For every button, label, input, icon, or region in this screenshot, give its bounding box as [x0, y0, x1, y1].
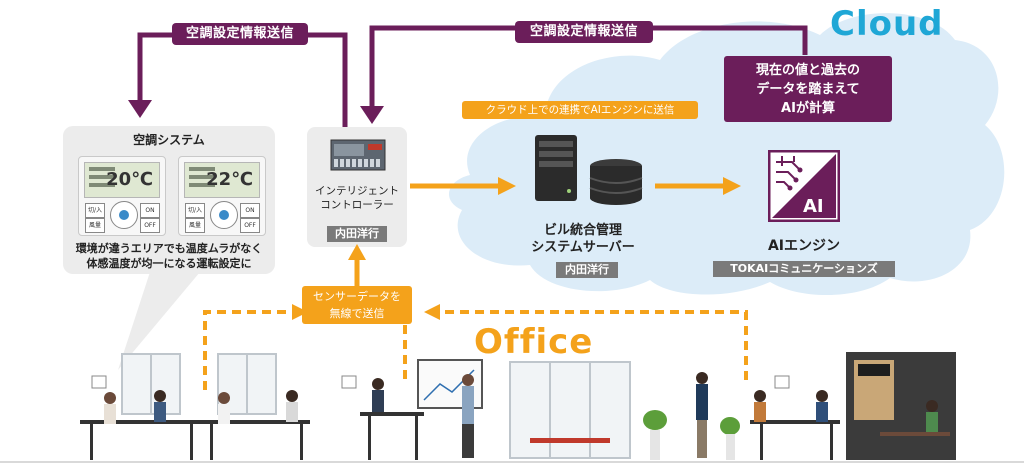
ac-send-label-left: 空調設定情報送信: [172, 23, 308, 45]
ac-panel-2-fan-button: 風量: [185, 218, 205, 233]
server-vendor-tag: 内田洋行: [556, 262, 618, 278]
server-label-line-2: システムサーバー: [531, 240, 635, 255]
ac-panel-2-temp: 22℃: [206, 169, 253, 190]
ai-calc-line-1: 現在の値と過去の: [755, 63, 860, 78]
database-icon: [589, 159, 643, 205]
ai-calc-line-3: AIが計算: [781, 101, 835, 116]
ac-panel-2: 22℃ 切/入 風量 ON OFF: [178, 156, 266, 236]
ac-panel-1-power-button: 切/入: [85, 203, 105, 218]
controller-vendor-tag: 内田洋行: [327, 226, 387, 242]
purple-arrowhead-left: [128, 100, 152, 118]
dashed-line-left: [203, 310, 300, 390]
controller-icon: [330, 139, 386, 171]
ac-panel-2-off-button: OFF: [240, 218, 260, 233]
dashed-line-right: [432, 310, 748, 380]
ai-chip-text: AI: [803, 196, 824, 217]
server-label: ビル統合管理 システムサーバー: [518, 222, 648, 256]
ac-system-desc-line-1: 環境が違うエリアでも温度ムラがなく: [75, 242, 263, 255]
office-scene-illustration: [0, 352, 1024, 463]
ai-engine-title: AIエンジン: [767, 238, 841, 254]
ai-calc-line-2: データを踏まえて: [756, 82, 860, 97]
ac-panel-2-dpad-icon: [210, 201, 238, 229]
ac-system-title: 空調システム: [133, 133, 205, 147]
orange-arrowhead-to-controller: [348, 244, 366, 260]
ac-system-desc-line-2: 体感温度が均一になる運転設定に: [86, 257, 252, 270]
controller-label-line-2: コントローラー: [320, 199, 394, 211]
ac-panel-1-lcd: 20℃: [84, 162, 160, 198]
ac-panel-2-power-button: 切/入: [185, 203, 205, 218]
ac-send-label-right: 空調設定情報送信: [515, 21, 653, 43]
ai-engine-vendor-tag: TOKAIコミュニケーションズ: [713, 261, 895, 277]
ac-panel-2-lcd: 22℃: [184, 162, 260, 198]
ai-chip-icon: [768, 150, 840, 222]
sensor-label-line-2: 無線で送信: [329, 307, 385, 320]
ac-panel-1-off-button: OFF: [140, 218, 160, 233]
ai-calc-box: 現在の値と過去の データを踏まえて AIが計算: [724, 56, 892, 122]
ac-panel-1-dpad-icon: [110, 201, 138, 229]
ac-panel-1-temp: 20℃: [106, 169, 153, 190]
ac-panel-2-on-button: ON: [240, 203, 260, 218]
purple-arrowhead-right: [360, 106, 384, 124]
office-title: Office: [474, 322, 594, 362]
ac-panel-1-on-button: ON: [140, 203, 160, 218]
ac-system-desc: 環境が違うエリアでも温度ムラがなく 体感温度が均一になる運転設定に: [63, 241, 275, 271]
server-label-line-1: ビル統合管理: [543, 223, 622, 238]
ac-panel-1-fan-button: 風量: [85, 218, 105, 233]
cloud-title: Cloud: [830, 4, 944, 44]
orange-arrowhead-to-server: [498, 177, 516, 195]
cloud-link-label: クラウド上での連携でAIエンジンに送信: [462, 101, 698, 119]
sensor-label-line-1: センサーデータを: [313, 290, 401, 303]
orange-arrowhead-to-ai: [723, 177, 741, 195]
sensor-label: センサーデータを 無線で送信: [302, 286, 412, 324]
controller-label: インテリジェント コントローラー: [307, 184, 407, 212]
ac-panel-1: 20℃ 切/入 風量 ON OFF: [78, 156, 166, 236]
server-tower-icon: [535, 135, 577, 201]
controller-label-line-1: インテリジェント: [315, 185, 399, 197]
